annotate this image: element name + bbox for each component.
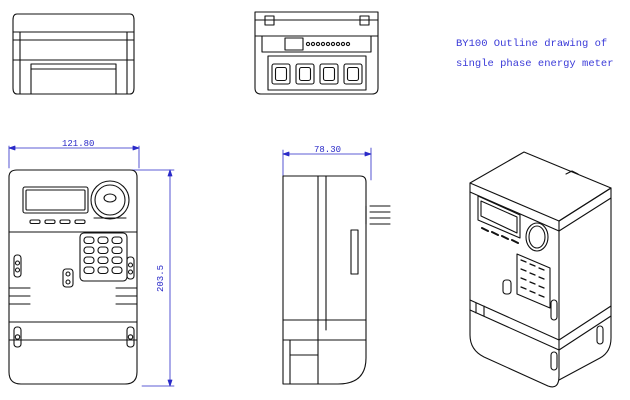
- width-dimension-line: [8, 145, 140, 169]
- optical-port: [62, 268, 74, 288]
- indicator-leds: [29, 219, 86, 225]
- token-port: [90, 180, 130, 220]
- caption-line-2: single phase energy meter: [456, 58, 614, 70]
- terminal-blocks: [271, 63, 363, 85]
- width-dimension-label: 121.80: [62, 139, 94, 149]
- caption-line-1: BY100 Outline drawing of: [456, 38, 608, 50]
- side-view: 78.30: [282, 145, 391, 385]
- side-ribs: [8, 287, 138, 305]
- terminal-pins: [305, 41, 351, 47]
- top-view: [12, 13, 135, 95]
- isometric-view: [469, 151, 612, 388]
- height-dimension-label: 203.5: [156, 265, 166, 292]
- drawing-caption: BY100 Outline drawing of single phase en…: [456, 34, 626, 74]
- side-vents: [365, 205, 391, 225]
- lcd-display: [22, 186, 89, 214]
- front-view: 121.80 203.5: [8, 139, 175, 387]
- depth-dimension-line: [282, 147, 372, 181]
- keypad: [79, 232, 128, 282]
- bottom-view: [254, 11, 379, 95]
- depth-dimension-label: 78.30: [314, 145, 341, 155]
- height-dimension-line: [131, 169, 175, 387]
- seal-screws: [13, 254, 135, 348]
